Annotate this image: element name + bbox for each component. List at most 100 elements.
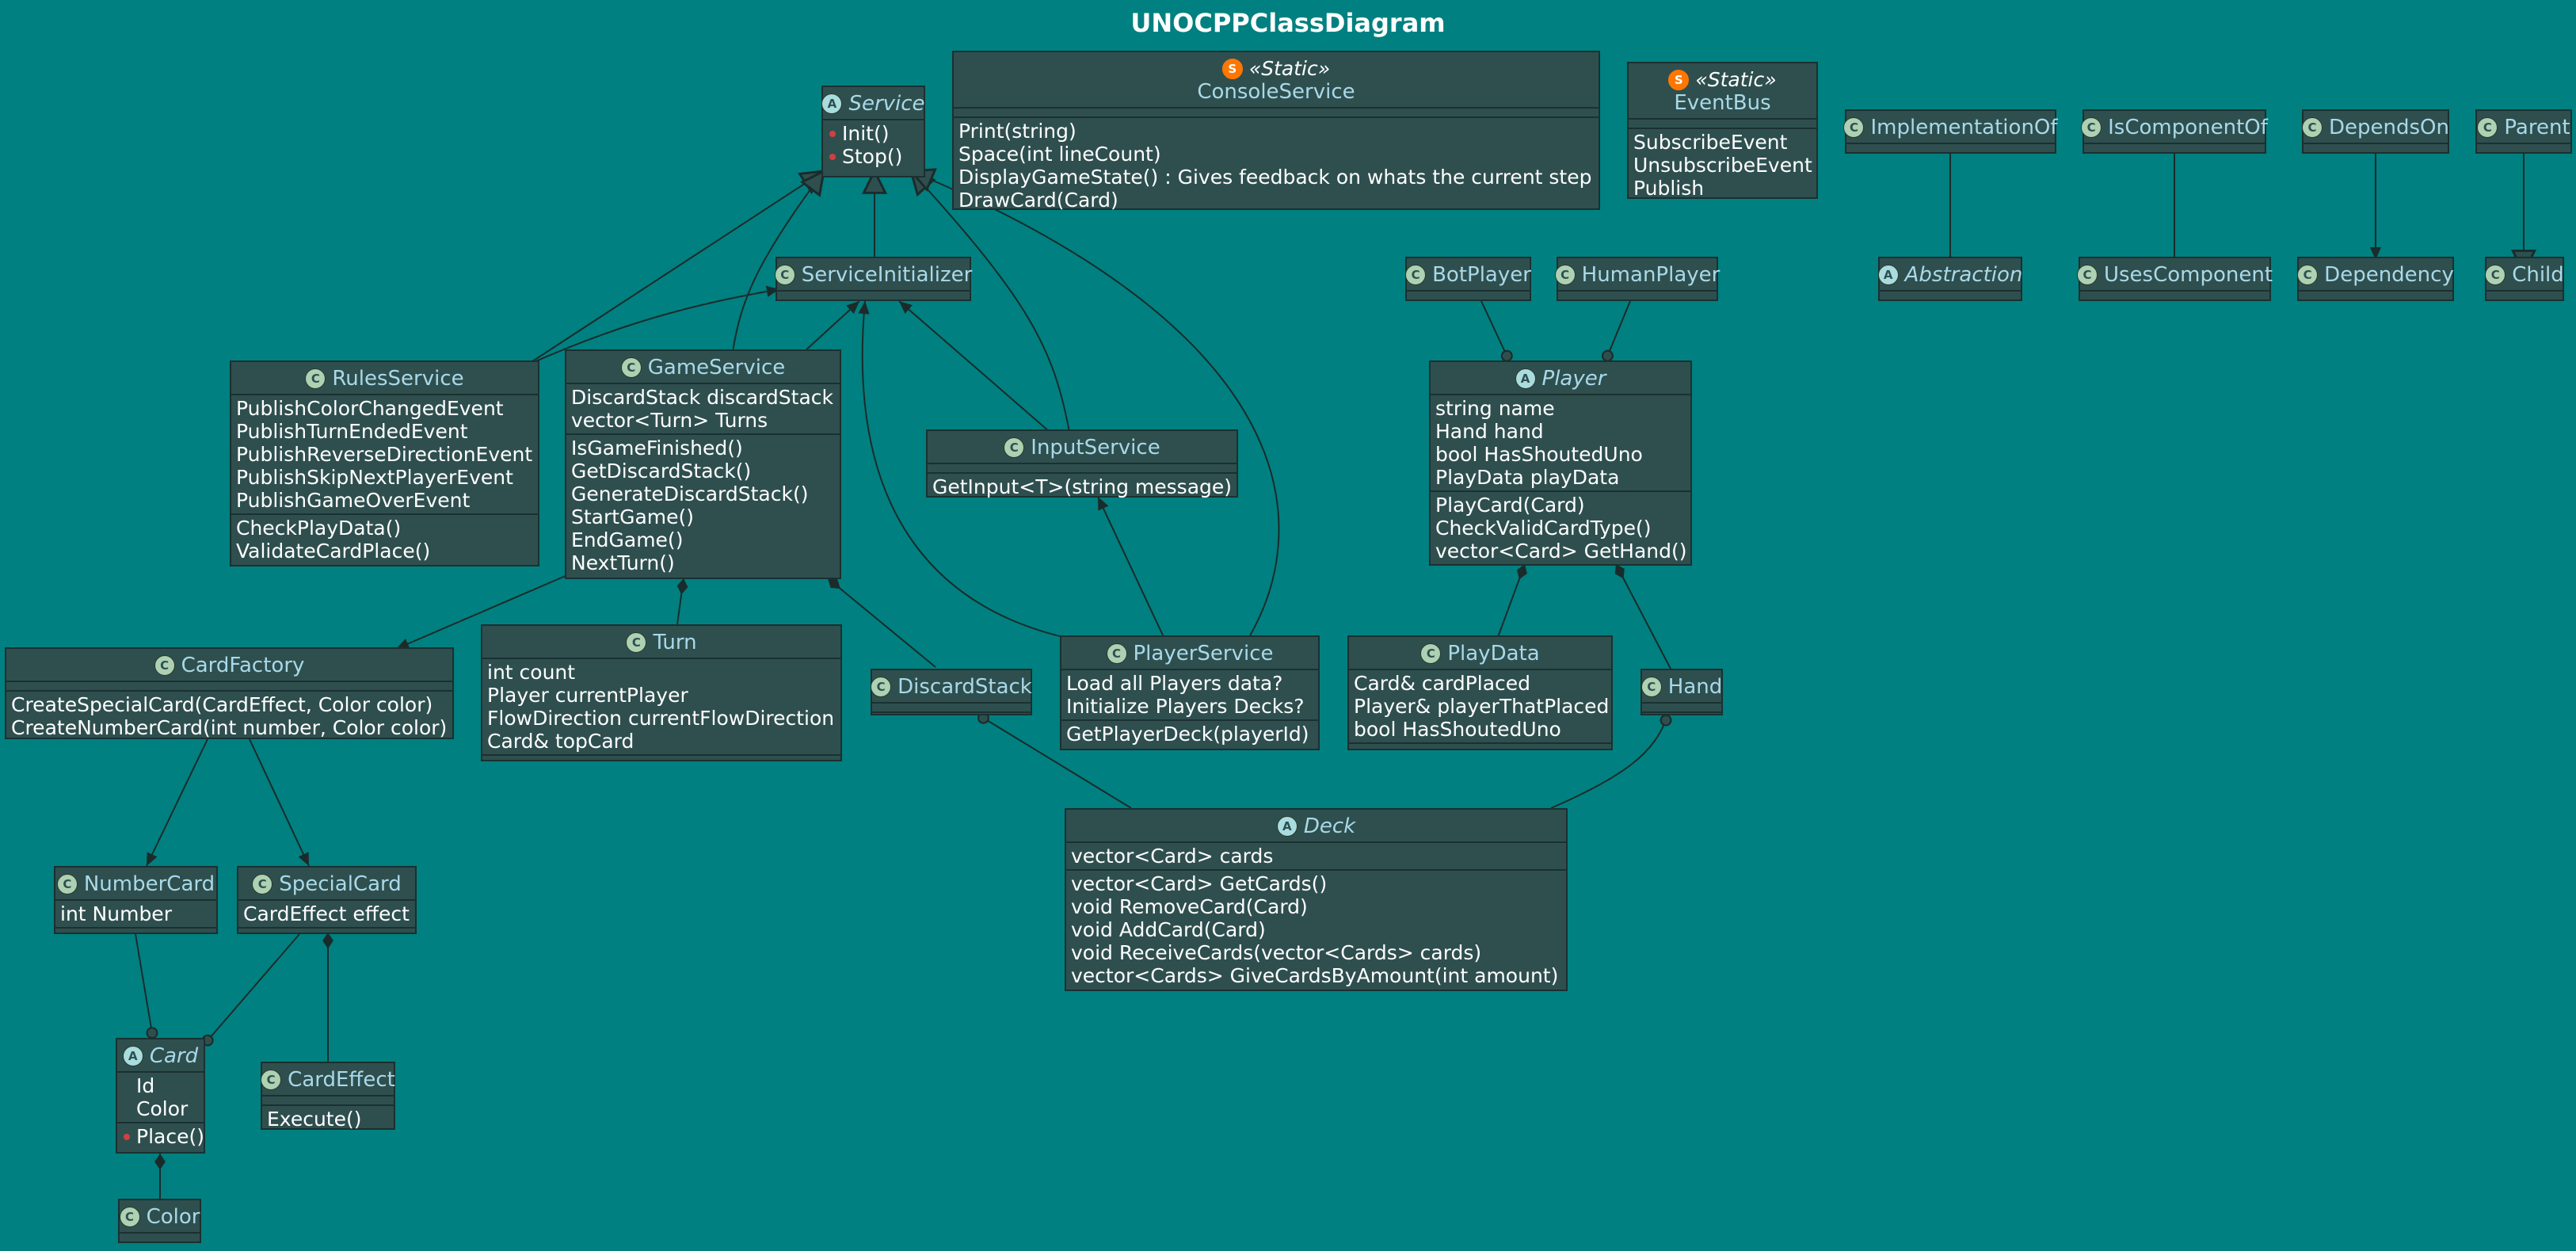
class-field: CardEffect effect [243, 902, 410, 925]
class-field: int Number [60, 902, 172, 925]
class-color[interactable]: C Color [118, 1199, 201, 1243]
class-field: Card& cardPlaced [1354, 672, 1531, 695]
class-name: IsComponentOf [2108, 116, 2268, 139]
class-method: EndGame() [571, 528, 684, 551]
class-icon: C [626, 632, 647, 653]
class-method: PlayCard(Card) [1435, 494, 1585, 517]
abstract-class-icon: A [1276, 816, 1298, 837]
class-name: DiscardStack [897, 675, 1032, 699]
class-field: Player& playerThatPlaced [1354, 695, 1610, 718]
class-is-component-of[interactable]: C IsComponentOf [2081, 109, 2268, 154]
class-method: GenerateDiscardStack() [571, 482, 809, 505]
class-name: Service [848, 92, 925, 116]
class-field: Initialize Players Decks? [1066, 695, 1305, 718]
abstract-class-icon: A [821, 93, 843, 114]
class-name: InputService [1031, 436, 1160, 460]
class-name: CardFactory [181, 654, 305, 677]
class-field: PublishColorChangedEvent [236, 397, 504, 420]
class-icon: C [2297, 265, 2319, 285]
class-stereotype: «Static» [1248, 57, 1331, 80]
class-name: PlayData [1447, 642, 1540, 666]
class-name: ConsoleService [1197, 80, 1355, 104]
class-field: string name [1435, 397, 1555, 420]
class-method: void RemoveCard(Card) [1071, 895, 1308, 918]
class-icon: C [56, 874, 78, 894]
class-method: DisplayGameState() : Gives feedback on w… [958, 166, 1592, 189]
class-method: CheckValidCardType() [1435, 517, 1652, 540]
class-icon: C [2081, 117, 2102, 138]
class-name: BotPlayer [1432, 263, 1531, 287]
class-icon: C [620, 357, 642, 378]
class-field: Hand hand [1435, 420, 1544, 443]
class-icon: C [1405, 265, 1427, 285]
class-name: HumanPlayer [1581, 263, 1721, 287]
private-marker-icon [124, 1133, 130, 1140]
class-console-service[interactable]: S«Static»ConsoleService Print(string) Sp… [952, 51, 1600, 212]
class-icon: C [1420, 643, 1442, 664]
class-icon: C [1554, 265, 1576, 285]
class-method: GetPlayerDeck(playerId) [1066, 723, 1309, 746]
class-icon: C [774, 265, 795, 285]
class-field: PlayData playData [1435, 466, 1620, 489]
class-icon: C [2477, 117, 2498, 138]
class-icon: C [252, 874, 273, 894]
class-method: Print(string) [958, 120, 1077, 143]
class-method: CheckPlayData() [236, 517, 402, 540]
class-name: EventBus [1674, 91, 1771, 115]
class-name: UsesComponent [2103, 263, 2273, 287]
class-field: PublishSkipNextPlayerEvent [236, 466, 513, 489]
class-method: CreateNumberCard(int number, Color color… [11, 716, 448, 739]
class-name: ImplementationOf [1870, 116, 2058, 139]
class-field: Id [136, 1074, 155, 1097]
class-name: RulesService [332, 367, 464, 391]
class-icon: C [1843, 117, 1865, 138]
class-field: DiscardStack discardStack [571, 386, 833, 409]
class-field: PublishGameOverEvent [236, 489, 471, 512]
class-field: Player currentPlayer [487, 684, 688, 707]
class-method: vector<Card> GetHand() [1435, 540, 1687, 563]
class-field: vector<Turn> Turns [571, 409, 768, 432]
class-name: DependsOn [2329, 116, 2449, 139]
class-service-initializer[interactable]: C ServiceInitializer [774, 257, 973, 301]
class-method: Publish [1633, 177, 1705, 200]
class-name: GameService [647, 356, 786, 379]
class-name: Abstraction [1904, 263, 2023, 287]
class-name: Color [146, 1205, 200, 1229]
class-rules-service[interactable]: C RulesService PublishColorChangedEvent P… [230, 360, 539, 566]
class-method: Place() [136, 1125, 204, 1148]
class-event-bus[interactable]: S«Static»EventBus SubscribeEvent Unsubsc… [1627, 62, 1818, 200]
class-method: SubscribeEvent [1633, 131, 1788, 154]
class-method: StartGame() [571, 505, 695, 528]
class-icon: C [119, 1207, 140, 1227]
class-name: ServiceInitializer [801, 263, 973, 287]
class-icon: C [1004, 437, 1025, 458]
class-icon: C [305, 368, 326, 389]
class-name: Deck [1303, 814, 1356, 838]
class-method: CreateSpecialCard(CardEffect, Color colo… [11, 693, 433, 716]
